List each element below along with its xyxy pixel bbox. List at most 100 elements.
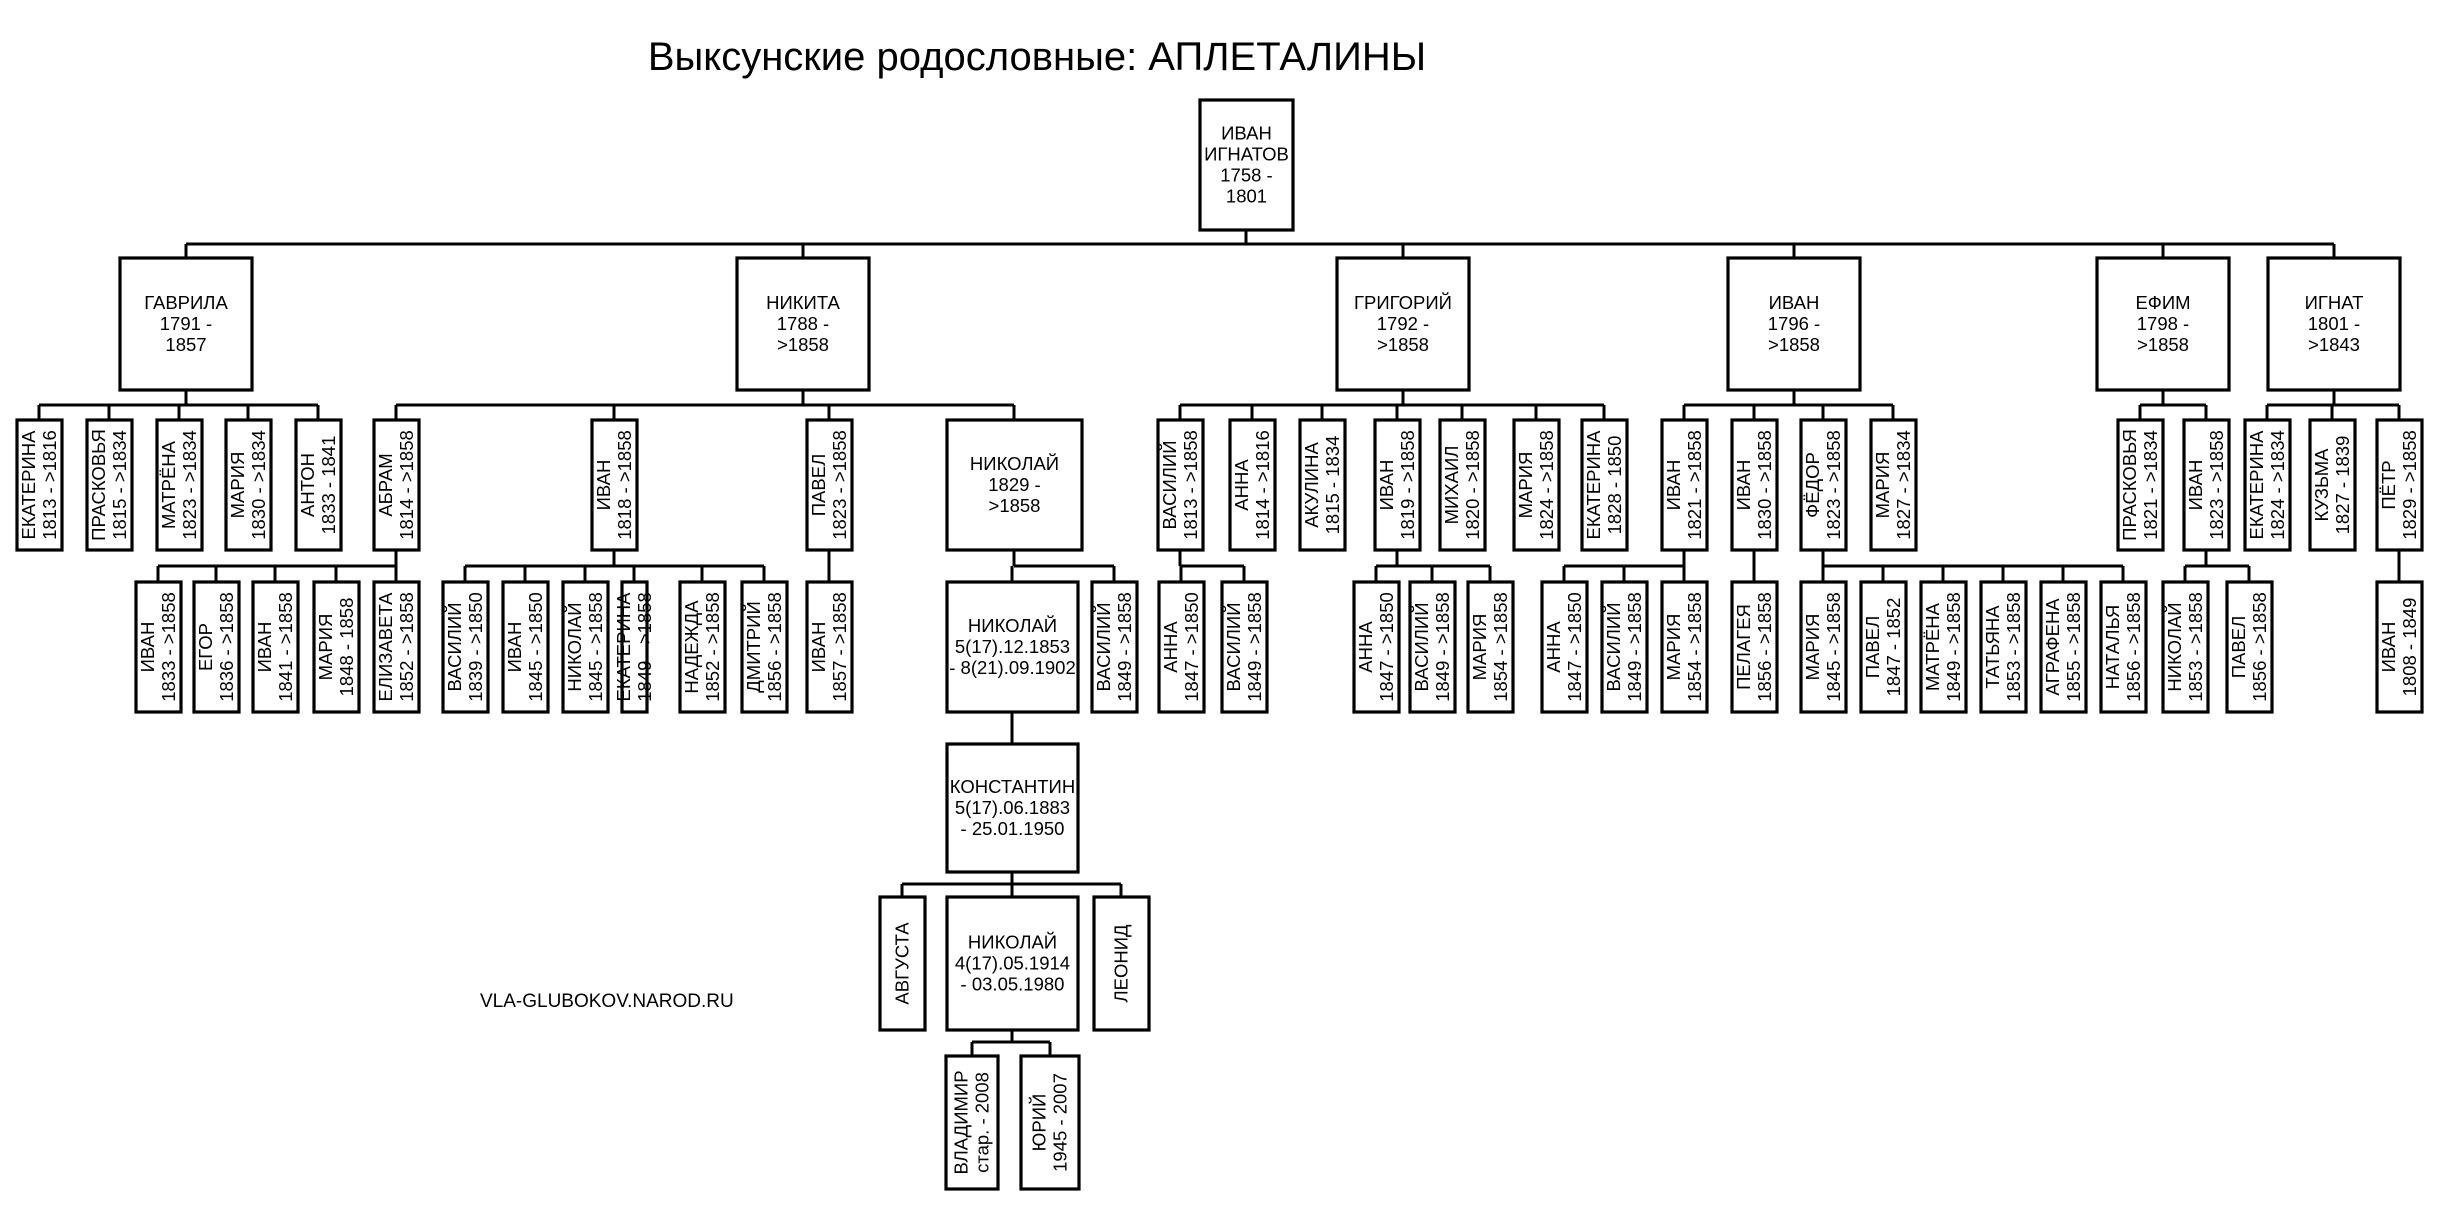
person-label-line: 1847 - >1850 — [1376, 592, 1397, 702]
person-label-line: ЕГОР — [195, 623, 216, 671]
person-label: ИВАН1821 - >1858 — [1663, 430, 1705, 540]
person-label-line: 1945 - 2007 — [1050, 1073, 1071, 1172]
person-node-vladimir: ВЛАДИМИРстар. - 2008 — [944, 1054, 1000, 1191]
person-label: ИВАН1823 - >1858 — [2185, 430, 2227, 540]
person-label-line: 1828 - 1850 — [1604, 436, 1625, 535]
person-label: ВАСИЛИЙ1849 - >1858 — [1223, 592, 1265, 702]
person-label: НАТАЛЬЯ1856 - >1858 — [2102, 592, 2144, 702]
person-label: ПРАСКОВЬЯ1815 - >1834 — [88, 429, 130, 541]
person-label-line: ВЛАДИМИР — [951, 1070, 972, 1174]
person-node-a-maria: МАРИЯ1848 - 1858 — [312, 580, 361, 714]
person-label: АГРАФЕНА1855 - >1858 — [2042, 592, 2084, 702]
person-box — [2308, 418, 2357, 552]
person-label-line: 1796 - — [1768, 313, 1820, 334]
person-label-line: 1849 - >1858 — [634, 592, 655, 702]
person-box — [155, 418, 204, 552]
person-label-line: ИВАН — [254, 622, 275, 673]
person-label: ЮРИЙ1945 - 2007 — [1029, 1073, 1071, 1172]
person-box — [1600, 580, 1649, 714]
person-label: ПРАСКОВЬЯ1821 - >1834 — [2119, 429, 2161, 541]
person-label-line: 1849 - >1858 — [1624, 592, 1645, 702]
person-label-line: 1829 - — [988, 474, 1040, 495]
person-node-i-nadezhda: НАДЕЖДА1852 - >1858 — [678, 580, 727, 714]
person-label: МАТРЁНА1849 - >1858 — [1922, 592, 1964, 702]
person-label-line: 1791 - — [160, 313, 212, 334]
person-box — [294, 418, 343, 552]
person-box — [2161, 580, 2210, 714]
person-label-line: 1857 - >1858 — [829, 592, 850, 702]
person-label-line: ВАСИЛИЙ — [444, 602, 465, 691]
person-box — [740, 580, 789, 714]
person-label-line: ПРАСКОВЬЯ — [2119, 429, 2140, 541]
person-label-line: 1798 - — [2137, 313, 2189, 334]
person-box — [878, 895, 927, 1032]
person-label: ИВАН1833 - >1858 — [137, 592, 179, 702]
person-label-line: ВАСИЛИЙ — [1159, 440, 1180, 529]
person-label-line: НИКОЛАЙ — [2164, 602, 2185, 691]
person-label-line: ИГНАТОВ — [1204, 144, 1289, 165]
person-box — [134, 580, 183, 714]
person-label-line: 1824 - >1858 — [1536, 430, 1557, 540]
person-label-line: 1827 - >1834 — [1893, 430, 1914, 540]
person-label-line: >1858 — [1768, 334, 1820, 355]
person-label: АКУЛИНА1815 - 1834 — [1301, 436, 1343, 535]
person-label-line: - 25.01.1950 — [961, 818, 1065, 839]
person-box — [1979, 580, 2028, 714]
person-label: ЕКАТЕРИНА1824 - >1834 — [2246, 430, 2288, 540]
person-label-line: 1845 - >1858 — [1823, 592, 1844, 702]
site-credit: VLA-GLUBOKOV.NAROD.RU — [480, 991, 734, 1012]
person-node-i-ivan: ИВАН1845 - >1850 — [501, 580, 550, 714]
person-box — [2099, 580, 2148, 714]
person-label-line: 1847 - >1850 — [1564, 592, 1585, 702]
person-label-line: ИВАН — [1221, 123, 1272, 144]
person-box — [2266, 256, 2402, 392]
person-label-line: АННА — [1355, 621, 1376, 673]
person-label-line: ЕКАТЕРИНА — [1583, 430, 1604, 540]
person-label-line: ПРАСКОВЬЯ — [88, 429, 109, 541]
person-label: НАДЕЖДА1852 - >1858 — [681, 592, 723, 702]
person-label-line: >1858 — [1377, 334, 1429, 355]
person-label: АВГУСТА — [892, 922, 913, 1005]
person-box — [1156, 418, 1205, 552]
person-label: ЕКАТЕРИНА1828 - 1850 — [1583, 430, 1625, 540]
person-box — [1540, 580, 1589, 714]
person-node-f-natalya: НАТАЛЬЯ1856 - >1858 — [2099, 580, 2148, 714]
person-node-a-elizaveta: ЕЛИЗАВЕТА1852 - >1858 — [372, 580, 421, 714]
person-label-line: >1858 — [989, 495, 1041, 516]
person-box — [1352, 580, 1401, 714]
person-box — [2116, 418, 2165, 552]
person-label-line: ПАВЕЛ — [808, 454, 829, 516]
person-node-iv-ivan: ИВАН1821 - >1858 — [1660, 418, 1709, 552]
person-label-line: ПАВЕЛ — [1862, 616, 1883, 678]
person-box — [15, 418, 64, 552]
person-node-f-maria: МАРИЯ1845 - >1858 — [1799, 580, 1848, 714]
page-title: Выксунские родословные: АПЛЕТАЛИНЫ — [648, 35, 1426, 79]
person-label-line: ВАСИЛИЙ — [1093, 602, 1114, 691]
person-label: НИКОЛАЙ1845 - >1858 — [564, 592, 606, 702]
person-label-line: НАТАЛЬЯ — [2102, 605, 2123, 690]
person-label-line: НИКОЛАЙ — [968, 932, 1057, 953]
person-node-gr-maria: МАРИЯ1824 - >1858 — [1512, 418, 1561, 552]
person-box — [2375, 580, 2424, 714]
person-label-line: ИВАН — [1733, 460, 1754, 511]
person-label-line: 1814 - >1858 — [396, 430, 417, 540]
person-label-line: ФЁДОР — [1802, 452, 1823, 518]
person-label: ИВАН1819 - >1858 — [1376, 430, 1418, 540]
person-label-line: 1830 - >1858 — [1754, 430, 1775, 540]
person-label-line: НИКОЛАЙ — [970, 453, 1059, 474]
person-label: ИВАН1845 - >1850 — [504, 592, 546, 702]
person-label-line: НИКОЛАЙ — [564, 602, 585, 691]
person-label: ВЛАДИМИРстар. - 2008 — [951, 1070, 993, 1174]
person-node-gr-akulina: АКУЛИНА1815 - 1834 — [1298, 418, 1347, 552]
person-box — [1198, 98, 1295, 232]
person-label-line: 1849 - >1858 — [1114, 592, 1135, 702]
person-label-line: АНТОН — [297, 453, 318, 517]
person-box — [1512, 418, 1561, 552]
person-label-line: 1854 - >1858 — [1490, 592, 1511, 702]
person-label-line: АВГУСТА — [892, 922, 913, 1005]
person-label-line: 1819 - >1858 — [1397, 430, 1418, 540]
person-node-i-vasily: ВАСИЛИЙ1839 - >1850 — [441, 580, 490, 714]
